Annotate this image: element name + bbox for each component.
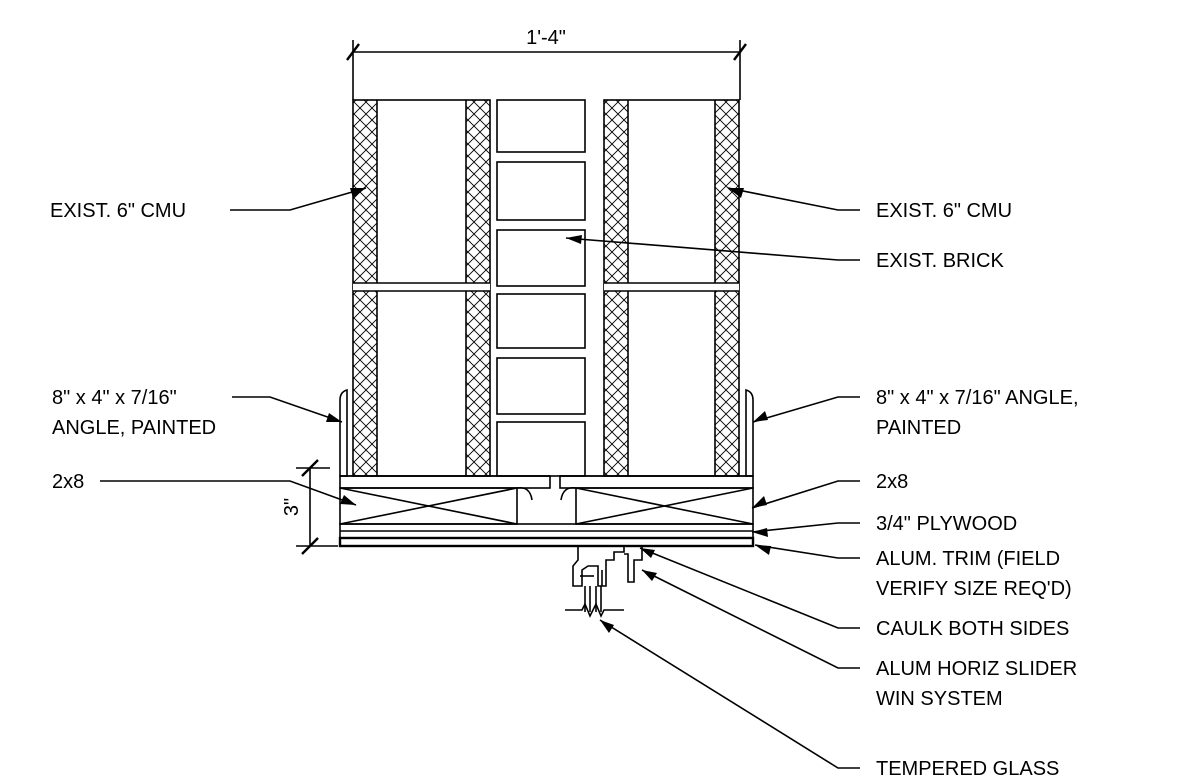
- window-frame: [572, 545, 643, 587]
- label-caulk: CAULK BOTH SIDES: [876, 618, 1069, 640]
- label-glass: TEMPERED GLASS: [876, 758, 1059, 780]
- label-angle-left-line1: 8" x 4" x 7/16": [52, 387, 177, 409]
- label-angle-left-line2: ANGLE, PAINTED: [52, 417, 216, 439]
- label-2x8-left: 2x8: [52, 471, 84, 493]
- cmu-right: [603, 99, 740, 477]
- label-trim-line2: VERIFY SIZE REQ'D): [876, 578, 1072, 600]
- label-brick: EXIST. BRICK: [876, 250, 1004, 272]
- height-dimension: 3": [281, 459, 338, 555]
- label-slider-line1: ALUM HORIZ SLIDER: [876, 658, 1077, 680]
- brick-wythe: [496, 99, 586, 477]
- blocking-2x8-left: [339, 475, 551, 525]
- label-cmu-left: EXIST. 6" CMU: [50, 200, 186, 222]
- plywood-layer: [339, 523, 754, 539]
- blocking-2x8-right: [559, 475, 754, 525]
- leader-lines: [100, 187, 860, 769]
- cmu-left: [352, 99, 491, 477]
- label-2x8-right: 2x8: [876, 471, 908, 493]
- width-dimension-label: 1'-4": [526, 27, 566, 49]
- label-angle-right-line2: PAINTED: [876, 417, 961, 439]
- label-slider-line2: WIN SYSTEM: [876, 688, 1003, 710]
- width-dimension: 1'-4": [346, 27, 747, 100]
- tempered-glass: [565, 586, 624, 618]
- label-cmu-right: EXIST. 6" CMU: [876, 200, 1012, 222]
- label-plywood: 3/4" PLYWOOD: [876, 513, 1017, 535]
- alum-trim: [338, 536, 755, 548]
- label-angle-right-line1: 8" x 4" x 7/16" ANGLE,: [876, 387, 1079, 409]
- height-dimension-label: 3": [281, 498, 303, 516]
- label-trim-line1: ALUM. TRIM (FIELD: [876, 548, 1060, 570]
